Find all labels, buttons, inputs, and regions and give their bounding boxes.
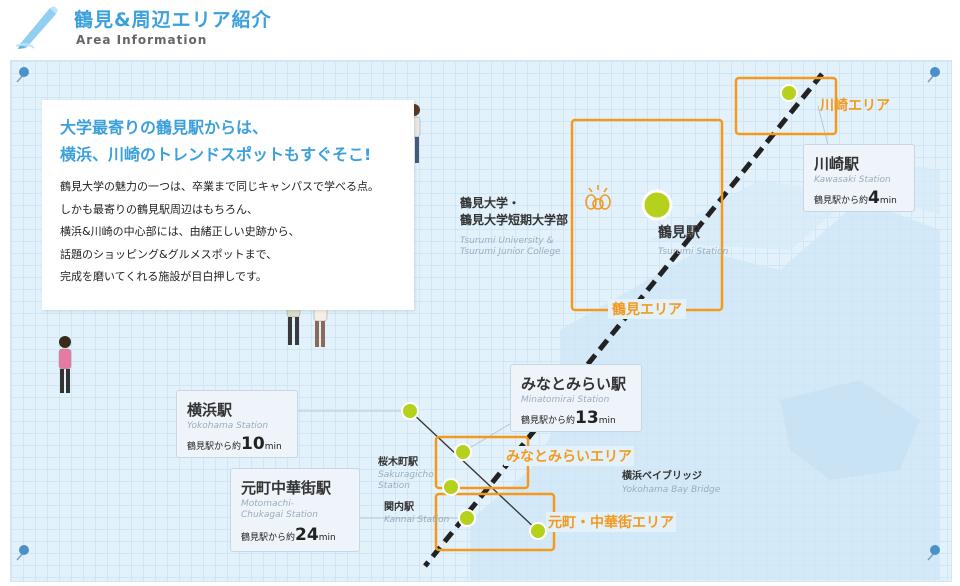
station-marker-motomachi [529,522,547,540]
station-name-tsurumi: 鶴見駅 [658,225,700,241]
card-station-en: Yokohama Station [187,421,269,431]
area-label-minatomirai: みなとみらいエリア [504,446,634,466]
page-subtitle: Area Information [76,33,208,47]
travel-time-prefix: 鶴見駅から約 [521,416,576,426]
card-travel-time: 鶴見駅から約10min [187,434,282,454]
push-pin-icon [16,67,29,83]
area-label-kawasaki: 川崎エリア [820,98,890,114]
station-name-kannai: 関内駅 [384,502,414,513]
travel-time-prefix: 鶴見駅から約 [187,442,242,452]
card-station-name: 横浜駅 [187,401,233,419]
area-label-tsurumi: 鶴見エリア [608,299,686,319]
university-en: Tsurumi University & Tsurumi Junior Coll… [460,236,561,258]
card-station-en: Motomachi- Chukagai Station [241,499,318,521]
rail-line-minatomirai [409,410,539,532]
university-icon [585,185,611,210]
travel-time-minutes: 4 [868,188,880,208]
card-travel-time: 鶴見駅から約13min [521,408,616,428]
student-figure [58,336,72,393]
travel-time-unit: min [879,196,897,206]
station-marker-kawasaki [780,84,798,102]
station-card-yokohama: 横浜駅 Yokohama Station 鶴見駅から約10min [176,390,298,458]
station-marker-kannai [458,509,476,527]
university-name-line: 鶴見大学短期大学部 [460,213,569,227]
card-station-name: 元町中華街駅 [241,479,332,497]
travel-time-unit: min [598,416,616,426]
intro-body-line: 話題のショッピング&グルメスポットまで、 [60,247,278,261]
coastline-shape [780,380,920,480]
card-station-en: Kawasaki Station [814,175,891,185]
travel-time-unit: min [264,442,282,452]
page-title: 鶴見&周辺エリア紹介 [74,9,272,31]
card-station-name: みなとみらい駅 [521,375,627,393]
intro-headline-line: 大学最寄りの鶴見駅からは、 [60,118,269,137]
station-marker-tsurumi [641,189,673,221]
station-card-minatomirai: みなとみらい駅 Minatomirai Station 鶴見駅から約13min [510,364,642,432]
card-travel-time: 鶴見駅から約24min [241,525,336,545]
card-station-name: 川崎駅 [814,155,860,173]
travel-time-minutes: 13 [575,408,599,428]
station-en-kannai: Kannai Station [384,515,450,525]
station-marker-minatomirai [454,443,472,461]
university-name: 鶴見大学・ 鶴見大学短期大学部 [460,195,568,229]
bridge-en: Yokohama Bay Bridge [622,485,721,495]
station-en-line: Sakuragicho [378,470,434,480]
intro-body: 鶴見大学の魅力の一つは、卒業まで同じキャンパスで学べる点。 しかも最寄りの鶴見駅… [60,176,410,289]
pencil-icon [15,6,58,49]
intro-body-line: 完成を磨いてくれる施設が目白押しです。 [60,270,267,283]
university-en-line: Tsurumi Junior College [460,247,561,257]
card-station-en-line: Motomachi- [241,499,294,509]
travel-time-minutes: 10 [241,434,265,454]
intro-body-line: 鶴見大学の魅力の一つは、卒業まで同じキャンパスで学べる点。 [60,180,379,193]
intro-headline-line: 横浜、川崎のトレンドスポットもすぐそこ! [60,145,372,164]
coastline-shape [470,200,940,580]
push-pin-icon [16,545,29,561]
intro-body-line: しかも最寄りの鶴見駅周辺はもちろん、 [60,202,258,216]
station-en-sakuragicho: Sakuragicho Station [378,470,434,492]
push-pin-icon [927,545,940,561]
travel-time-prefix: 鶴見駅から約 [814,196,869,206]
travel-time-minutes: 24 [295,525,319,545]
station-en-line: Station [378,481,410,491]
area-label-motomachi: 元町・中華街エリア [546,512,676,532]
bridge-name: 横浜ベイブリッジ [622,471,702,482]
travel-time-unit: min [318,533,336,543]
university-name-line: 鶴見大学・ [460,196,521,210]
travel-time-prefix: 鶴見駅から約 [241,533,296,543]
station-card-kawasaki: 川崎駅 Kawasaki Station 鶴見駅から約4min [803,144,915,212]
card-travel-time: 鶴見駅から約4min [814,188,897,208]
area-box-kawasaki [734,76,838,136]
card-station-en-line: Chukagai Station [241,510,319,520]
card-station-en: Minatomirai Station [521,395,610,405]
intro-panel: 大学最寄りの鶴見駅からは、 横浜、川崎のトレンドスポットもすぐそこ! 鶴見大学の… [42,100,414,310]
university-en-line: Tsurumi University & [460,236,554,246]
station-card-motomachi: 元町中華街駅 Motomachi- Chukagai Station 鶴見駅から… [230,468,360,552]
rail-line-main [423,72,824,568]
station-marker-sakuragicho [442,478,460,496]
intro-headline: 大学最寄りの鶴見駅からは、 横浜、川崎のトレンドスポットもすぐそこ! [60,114,410,168]
station-name-sakuragicho: 桜木町駅 [378,457,418,468]
push-pin-icon [927,67,940,83]
intro-body-line: 横浜&川崎の中心部には、由緒正しい史跡から、 [60,225,300,238]
station-en-tsurumi: Tsurumi Station [658,247,729,257]
station-marker-yokohama [401,402,419,420]
page-header: 鶴見&周辺エリア紹介 Area Information [0,0,960,60]
